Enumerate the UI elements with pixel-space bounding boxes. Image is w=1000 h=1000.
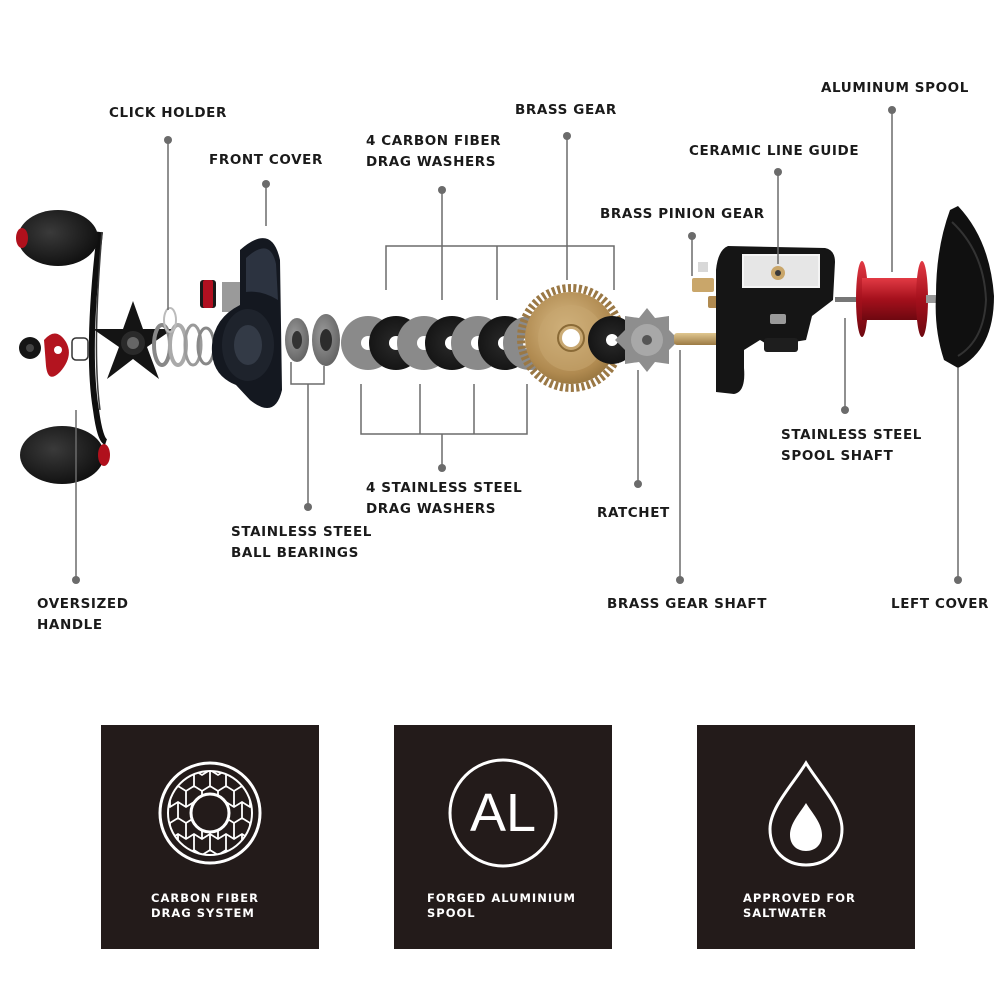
reel-frame: [716, 246, 835, 394]
ball-bearings: [285, 314, 340, 366]
label-ceramic-line-guide: CERAMIC LINE GUIDE: [689, 143, 860, 159]
label-spool-shaft-line1: STAINLESS STEEL: [781, 427, 922, 443]
feature-card-aluminium: AL FORGED ALUMINIUM SPOOL: [394, 725, 612, 949]
label-left-cover: LEFT COVER: [891, 596, 990, 612]
front-cover: [200, 238, 282, 408]
feature-text-saltwater: APPROVED FOR SALTWATER: [743, 891, 856, 921]
feature-aluminium-line2: SPOOL: [427, 906, 476, 920]
carbon-fiber-icon: [158, 761, 262, 865]
label-ratchet: RATCHET: [597, 505, 670, 521]
label-carbon-washers-line1: 4 CARBON FIBER: [366, 133, 502, 149]
label-aluminum-spool: ALUMINUM SPOOL: [821, 80, 969, 96]
feature-card-carbon: CARBON FIBER DRAG SYSTEM: [101, 725, 319, 949]
label-ball-bearings-line1: STAINLESS STEEL: [231, 524, 372, 540]
feature-saltwater-line2: SALTWATER: [743, 906, 828, 920]
label-spool-shaft: STAINLESS STEEL SPOOL SHAFT: [781, 425, 922, 467]
label-ball-bearings: STAINLESS STEEL BALL BEARINGS: [231, 522, 372, 564]
ratchet: [588, 308, 679, 372]
aluminum-icon: AL: [448, 758, 558, 868]
label-steel-washers-line2: DRAG WASHERS: [366, 501, 497, 517]
washer-brackets: [290, 190, 615, 507]
label-spool-shaft-line2: SPOOL SHAFT: [781, 448, 894, 464]
feature-aluminium-line1: FORGED ALUMINIUM: [427, 891, 576, 905]
handle-knob-top: [18, 210, 98, 266]
star-drag: [93, 301, 173, 379]
label-ball-bearings-line2: BALL BEARINGS: [231, 545, 359, 561]
label-carbon-washers: 4 CARBON FIBER DRAG WASHERS: [366, 131, 501, 173]
feature-carbon-line1: CARBON FIBER: [151, 891, 259, 905]
label-front-cover: FRONT COVER: [209, 152, 323, 168]
handle-lock-plate: [44, 333, 69, 377]
brass-gear: [517, 284, 625, 392]
feature-card-saltwater: APPROVED FOR SALTWATER: [697, 725, 915, 949]
label-oversized-handle: OVERSIZED HANDLE: [37, 594, 129, 636]
feature-carbon-line2: DRAG SYSTEM: [151, 906, 255, 920]
aluminum-spool: [835, 261, 936, 337]
click-holder-parts: [152, 307, 216, 367]
water-drop-icon: [768, 760, 844, 867]
leader-lines: [72, 106, 962, 584]
handle-knob-bottom: [20, 426, 104, 484]
label-brass-gear: BRASS GEAR: [515, 102, 617, 118]
feature-text-aluminium: FORGED ALUMINIUM SPOOL: [427, 891, 576, 921]
brass-gear-shaft: [674, 333, 724, 345]
label-steel-washers: 4 STAINLESS STEEL DRAG WASHERS: [366, 478, 522, 520]
label-steel-washers-line1: 4 STAINLESS STEEL: [366, 480, 523, 496]
label-brass-pinion-gear: BRASS PINION GEAR: [600, 206, 765, 222]
feature-saltwater-line1: APPROVED FOR: [743, 891, 856, 905]
oversized-handle: [16, 210, 110, 484]
label-carbon-washers-line2: DRAG WASHERS: [366, 154, 497, 170]
label-handle-line1: OVERSIZED: [37, 596, 129, 612]
label-handle-line2: HANDLE: [37, 617, 103, 633]
label-click-holder: CLICK HOLDER: [109, 105, 228, 121]
label-brass-gear-shaft: BRASS GEAR SHAFT: [607, 596, 768, 612]
feature-text-carbon: CARBON FIBER DRAG SYSTEM: [151, 891, 259, 921]
aluminum-icon-text: AL: [470, 783, 536, 843]
left-cover: [935, 206, 994, 368]
